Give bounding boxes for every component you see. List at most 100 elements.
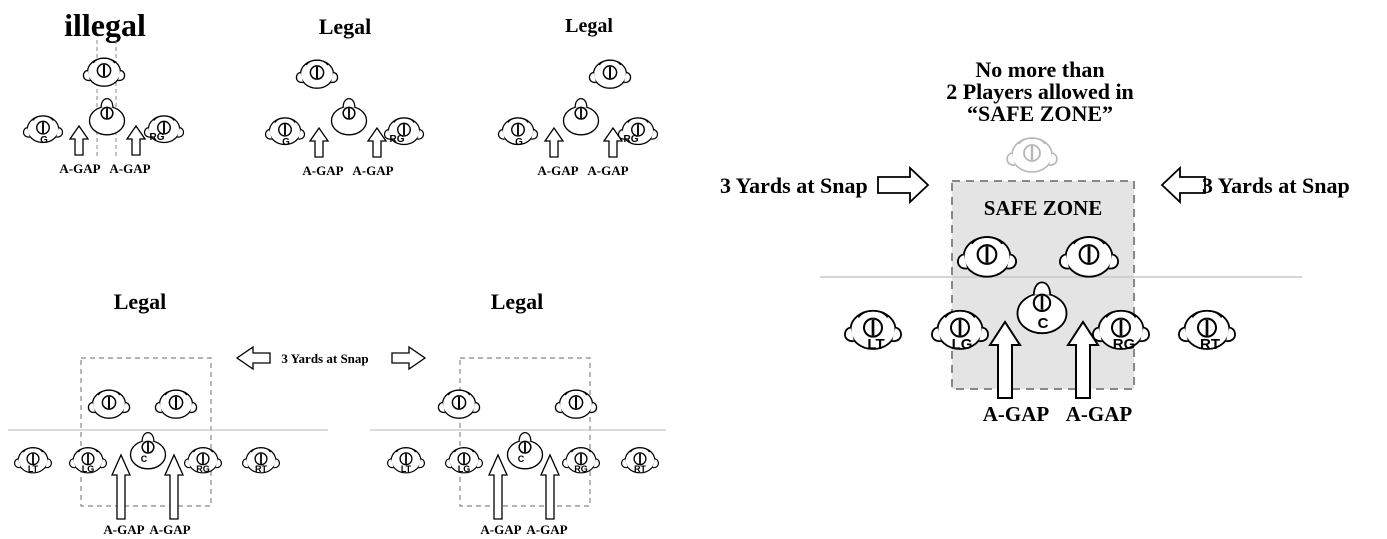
svg-text:RG: RG [1113,336,1136,353]
player-rg: RG [383,116,425,146]
player-lt: LT [386,446,426,474]
player-c: C [1016,281,1068,335]
linebacker [82,57,126,88]
player-rg: RG [1091,309,1151,353]
player-lg: G [22,114,64,146]
svg-text:C: C [1038,315,1049,332]
left-pointing-arrow-icon [235,345,271,371]
middle-yards-indicator: 3 Yards at Snap [235,345,427,371]
svg-text:LT: LT [867,336,884,353]
player-lg: G [264,116,306,148]
a-gap-arrow-icon [366,126,388,158]
panel-illegal: illegal G RG A-GAP A-GAP [22,7,185,176]
safe-zone-note-line3: “SAFE ZONE” [967,101,1113,126]
right-pointing-arrow-icon [391,345,427,371]
player-rg: RG [143,114,185,144]
panel-title: illegal [64,7,146,43]
player-rg: RG [561,446,601,474]
svg-text:C: C [518,454,525,464]
a-gap-label: A-GAP [103,522,144,537]
player-rg: RG [183,446,223,474]
svg-text:LT: LT [28,464,39,474]
safe-zone-note-line1: No more than [975,57,1104,82]
a-gap-arrow-icon [110,453,132,520]
a-gap-label: A-GAP [59,161,100,176]
player-rg: RG [617,116,659,146]
a-gap-arrow-icon [602,126,624,158]
left-pointing-arrow-icon [1160,165,1206,205]
svg-text:LT: LT [401,464,412,474]
svg-text:LG: LG [458,464,471,474]
safe-zone-box [951,180,1135,390]
a-gap-label: A-GAP [537,163,578,178]
a-gap-label: A-GAP [109,161,150,176]
a-gap-left-arrow-icon [988,320,1022,399]
main-diagram: No more than 2 Players allowed in “SAFE … [720,57,1350,426]
svg-text:RT: RT [634,464,646,474]
panel-legal-2: Legal G RG A-GAP A-GAP [264,14,425,178]
linebacker [154,389,198,420]
player-lg: LG [930,309,990,353]
a-gap-label: A-GAP [587,163,628,178]
left-yards-label: 3 Yards at Snap [720,173,868,198]
linebacker [295,59,339,90]
a-gap-arrow-icon [125,124,147,156]
a-gap-arrow-icon [163,453,185,520]
svg-text:C: C [141,454,148,464]
a-gap-label: A-GAP [302,163,343,178]
svg-text:RG: RG [574,464,588,474]
svg-text:RG: RG [196,464,210,474]
svg-text:RT: RT [1200,336,1220,353]
panel-title: Legal [565,15,613,37]
a-gap-label: A-GAP [480,522,521,537]
linebacker [87,389,131,420]
svg-text:G: G [40,135,48,146]
svg-text:RG: RG [624,134,639,145]
panel-title: Legal [114,289,167,314]
a-gap-arrow-icon [308,126,330,158]
a-gap-left-label: A-GAP [983,402,1050,426]
a-gap-arrow-icon [487,453,509,520]
a-gap-arrow-icon [68,124,90,156]
svg-text:RG: RG [150,132,165,143]
safe-zone-label: SAFE ZONE [984,196,1102,220]
a-gap-right-arrow-icon [1066,320,1100,399]
linebacker [562,97,600,136]
safe-zone-note-line2: 2 Players allowed in [946,79,1134,104]
player-lg: LG [68,446,108,474]
svg-text:LG: LG [952,336,973,353]
safe-zone-box [459,357,591,507]
panel-title: Legal [491,289,544,314]
svg-text:RT: RT [255,464,267,474]
safe-zone-box [80,357,212,507]
right-pointing-arrow-icon [877,165,930,205]
panel-title: Legal [319,14,372,39]
a-gap-label: A-GAP [149,522,190,537]
linebacker [588,59,632,90]
player-lt: LT [13,446,53,474]
a-gap-arrow-icon [539,453,561,520]
svg-text:G: G [282,137,290,148]
player-c: C [129,431,167,470]
player-lg: LG [444,446,484,474]
svg-text:LG: LG [82,464,95,474]
panel-legal-4: Legal LT LG C RG RT A-GAP [8,289,328,537]
right-yards-label: 3 Yards at Snap [1202,173,1350,198]
middle-yards-label: 3 Yards at Snap [281,351,368,366]
panel-legal-5: Legal LT LG C RG RT A-GAP [370,289,666,537]
ghost-player [1005,136,1059,174]
player-rt: RT [1177,309,1237,353]
player-c: C [506,431,544,470]
linebacker [330,97,368,136]
a-gap-label: A-GAP [352,163,393,178]
a-gap-label: A-GAP [526,522,567,537]
player-lg: G [497,116,539,148]
linebacker [88,97,126,136]
linebacker [437,389,481,420]
player-rt: RT [241,446,281,474]
svg-text:G: G [515,137,523,148]
svg-text:RG: RG [390,134,405,145]
panel-legal-3: Legal G RG A-GAP A-GAP [497,15,659,178]
player-rt: RT [620,446,660,474]
